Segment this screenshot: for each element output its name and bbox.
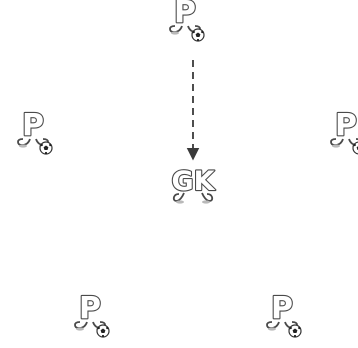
player-icon: P <box>18 108 52 154</box>
player-icon: P <box>170 0 204 41</box>
soccer-ball-icon <box>40 142 52 154</box>
player-letter: P <box>335 108 357 143</box>
player-letter: P <box>271 291 293 326</box>
soccer-ball-icon <box>192 29 204 41</box>
player-letter: P <box>174 0 196 30</box>
soccer-ball-icon <box>97 325 109 337</box>
goalkeeper-icon: GK <box>171 166 215 204</box>
soccer-ball-icon <box>289 325 301 337</box>
goalkeeper-label: GK <box>171 166 215 197</box>
player-icon: P <box>331 108 358 154</box>
player-icon: P <box>75 291 109 337</box>
player-icon: P <box>267 291 301 337</box>
markers-layer: P P P P P GK <box>18 0 358 337</box>
player-letter: P <box>79 291 101 326</box>
player-letter: P <box>22 108 44 143</box>
